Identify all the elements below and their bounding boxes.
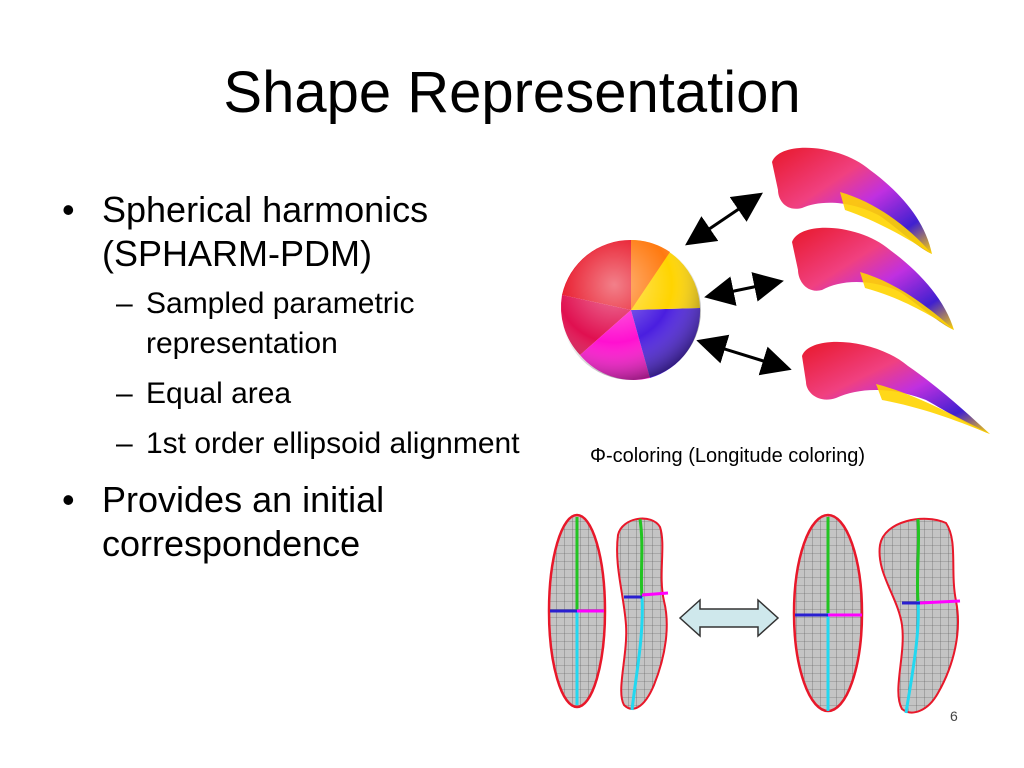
- figure-caption: Φ-coloring (Longitude coloring): [590, 445, 865, 467]
- hippocampus-shape-3: [802, 341, 990, 434]
- bullet-text: Provides an initial correspondence: [102, 479, 385, 564]
- slide-number: 6: [950, 708, 958, 724]
- phi-colored-sphere: [560, 239, 701, 380]
- sub-bullet-text: Sampled parametric representation: [146, 287, 415, 360]
- hippocampus-shape-1: [772, 147, 932, 254]
- sub-bullet-list: – Sampled parametric representation – Eq…: [102, 284, 532, 464]
- sub-bullet-item: – Sampled parametric representation: [102, 284, 532, 364]
- bullet-item-spherical-harmonics: • Spherical harmonics (SPHARM-PDM) – Sam…: [62, 188, 532, 464]
- mapping-arrow-bottom: [696, 334, 792, 376]
- alignment-double-arrow: [678, 598, 780, 638]
- bullet-symbol: •: [62, 479, 75, 520]
- sub-bullet-text: 1st order ellipsoid alignment: [146, 427, 520, 460]
- dash-symbol: –: [116, 287, 133, 320]
- sub-bullet-text: Equal area: [146, 377, 292, 410]
- mapping-arrow-middle: [704, 272, 784, 306]
- bullet-list: • Spherical harmonics (SPHARM-PDM) – Sam…: [62, 188, 532, 580]
- ellipsoid-mesh-right: [792, 513, 864, 713]
- bullet-text: Spherical harmonics (SPHARM-PDM): [102, 189, 429, 274]
- sphere-mapping-figure: [560, 147, 990, 434]
- bullet-symbol: •: [62, 189, 75, 230]
- ellipsoid-alignment-figure: [547, 513, 961, 714]
- sub-bullet-item: – 1st order ellipsoid alignment: [102, 424, 532, 464]
- mapping-arrow-top: [685, 192, 763, 246]
- hippocampus-shape-2: [792, 227, 954, 330]
- sub-bullet-item: – Equal area: [102, 374, 532, 414]
- dash-symbol: –: [116, 377, 133, 410]
- hippocampus-mesh-right: [878, 517, 961, 714]
- slide-title: Shape Representation: [223, 60, 801, 125]
- bullet-item-initial-correspondence: • Provides an initial correspondence: [62, 478, 532, 566]
- ellipsoid-mesh-left: [547, 513, 607, 709]
- hippocampus-mesh-left: [616, 517, 669, 711]
- dash-symbol: –: [116, 427, 133, 460]
